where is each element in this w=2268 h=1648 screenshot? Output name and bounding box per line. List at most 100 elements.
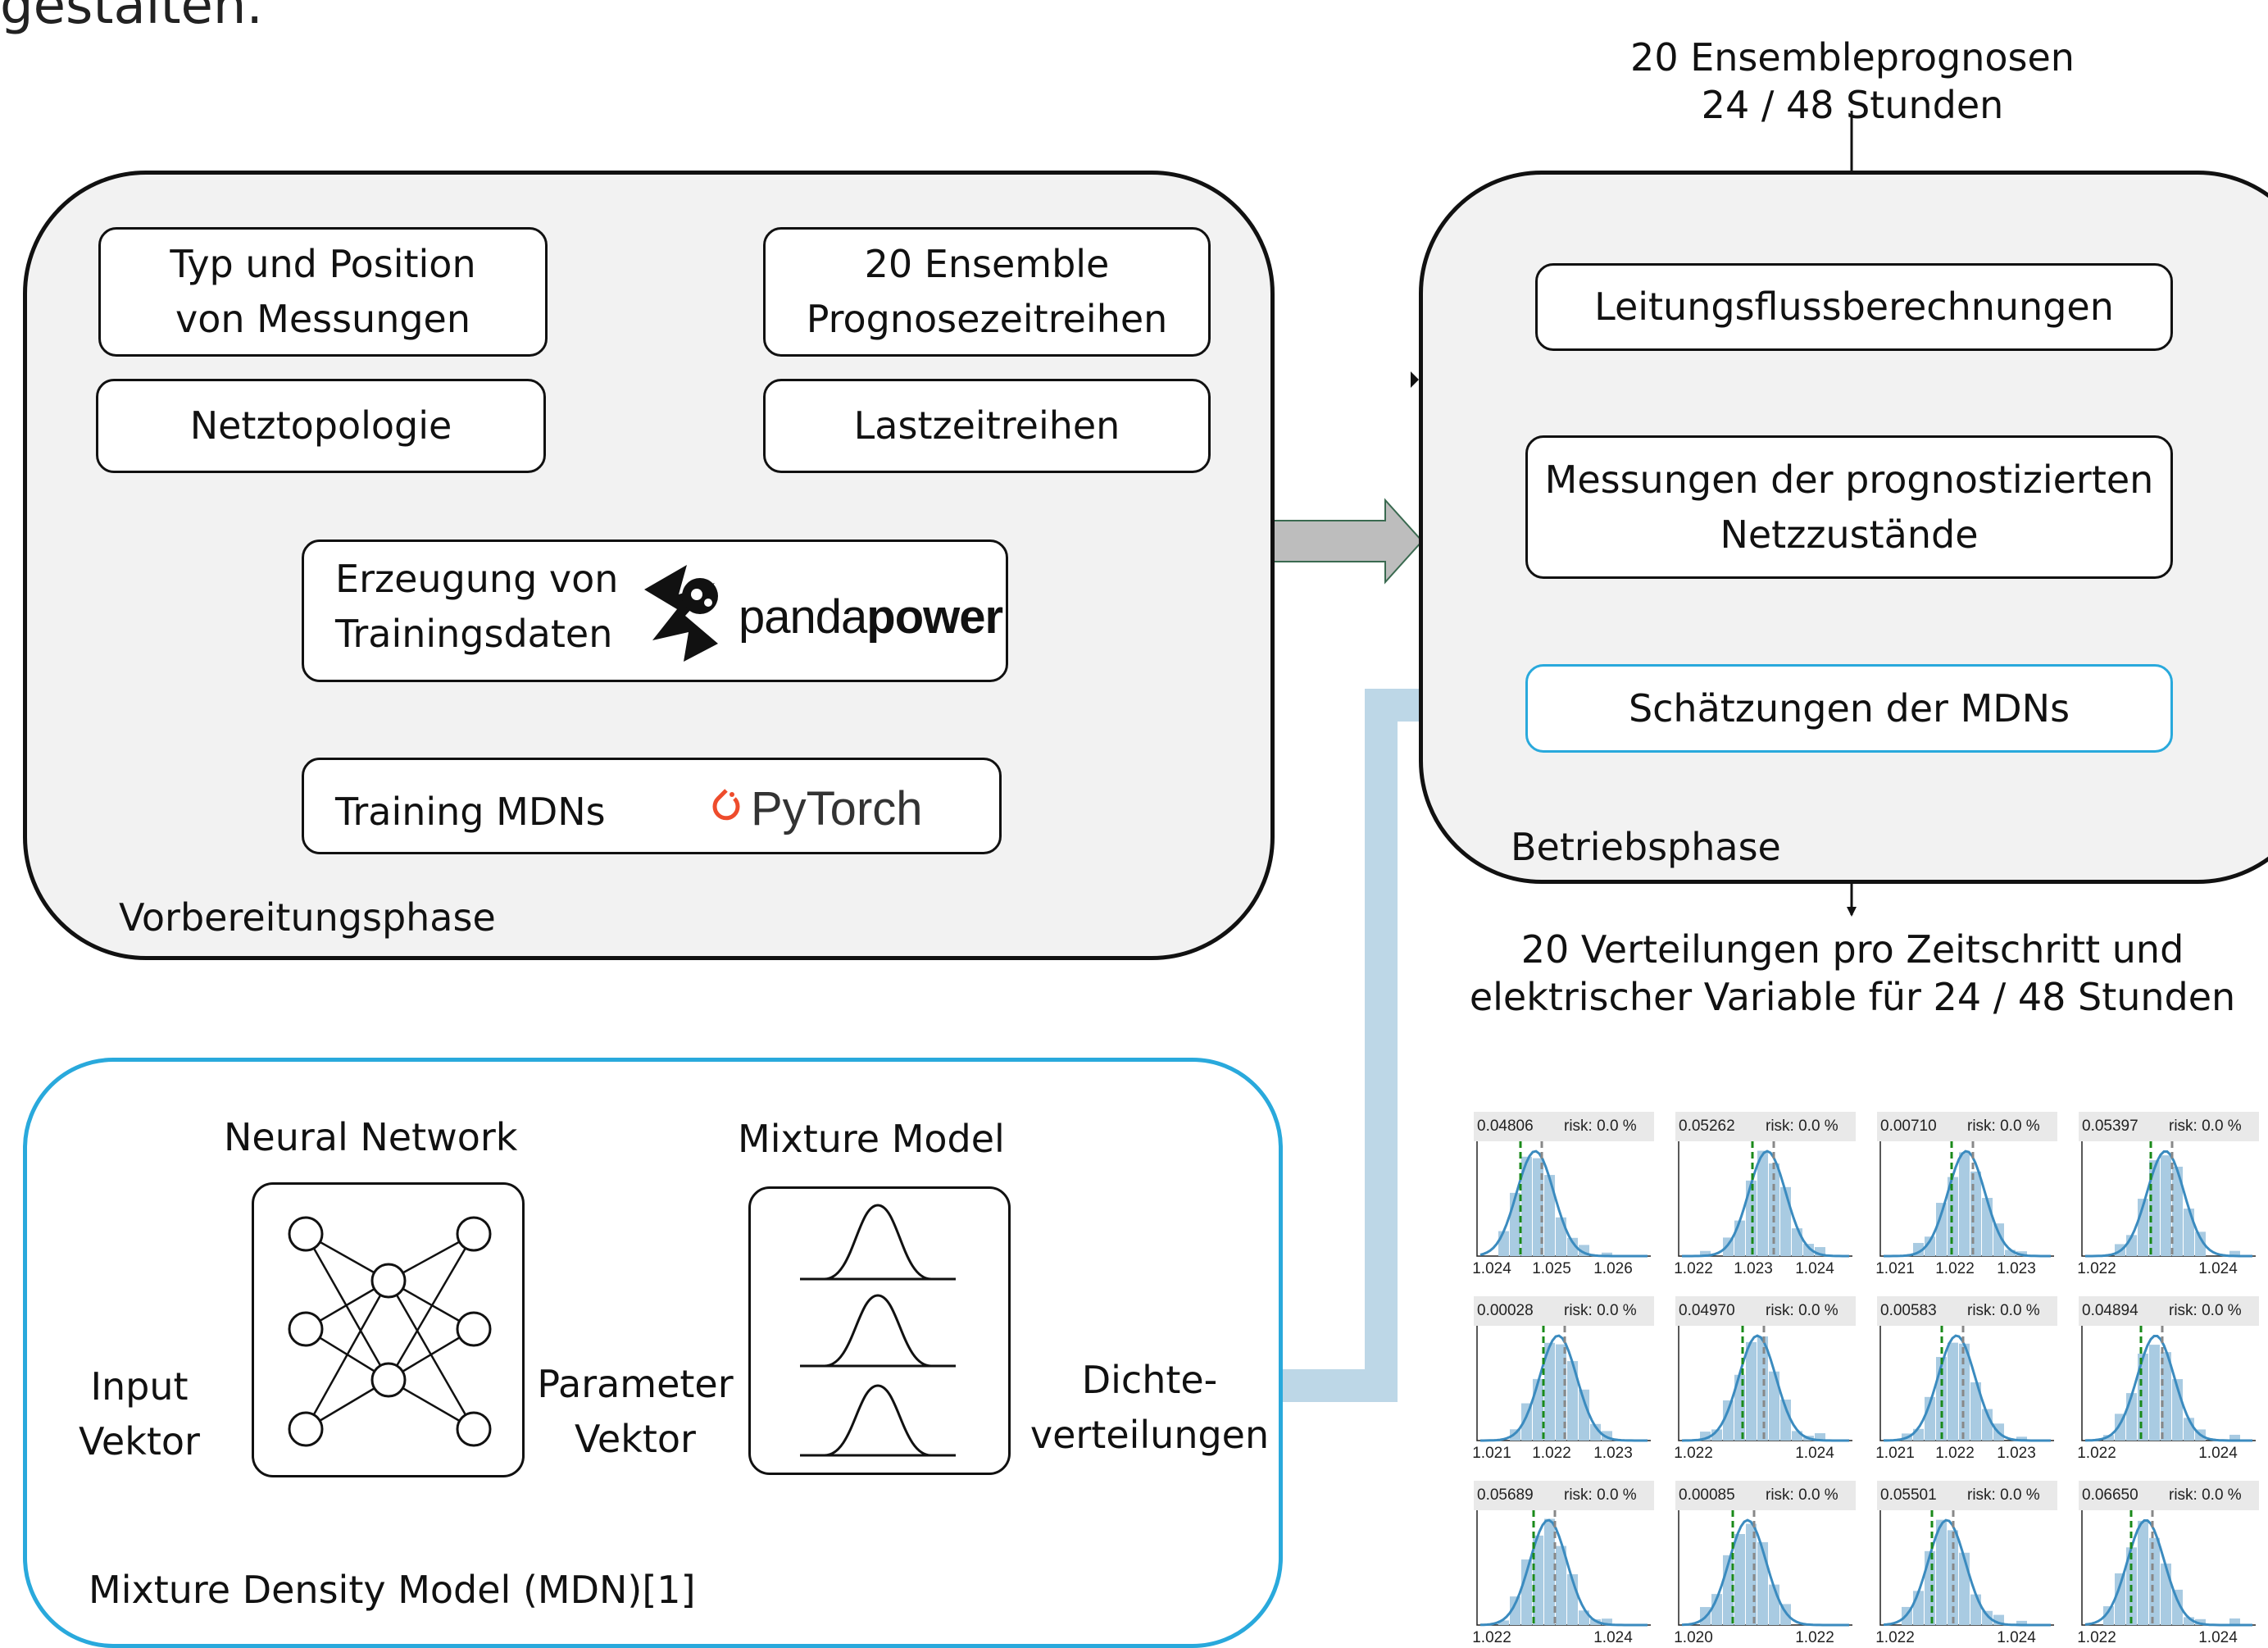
kde-line [1681, 1334, 1849, 1442]
ens-line1: 20 Ensemble [864, 242, 1110, 287]
histogram-bar [2138, 1520, 2148, 1625]
erz-line2: Trainingsdaten [335, 611, 613, 656]
histogram-plot [1879, 1326, 2054, 1442]
input-title: 20 Ensembleprognosen 24 / 48 Stunden [1525, 34, 2180, 129]
histogram-risk: risk: 0.0 % [1766, 1486, 1838, 1504]
nn-title: Neural Network [224, 1115, 518, 1159]
histogram-bar [1723, 1400, 1734, 1441]
histogram-bar [1544, 1518, 1555, 1625]
histogram-bar [1970, 1382, 1981, 1441]
histogram-bar [1544, 1342, 1555, 1441]
histogram-bar [1993, 1223, 2004, 1256]
histogram-bar [1510, 1192, 1520, 1256]
input-line2: Vektor [79, 1418, 200, 1464]
tick-label: 1.024 [1795, 1445, 1834, 1462]
histogram-risk: risk: 0.0 % [1967, 1118, 2040, 1135]
histogram-bar [2172, 1589, 2183, 1625]
tick-label: 1.024 [2198, 1629, 2238, 1646]
histogram-bar [2138, 1353, 2148, 1441]
histogram-plot [1879, 1141, 2054, 1258]
tick-label: 1.025 [1532, 1260, 1571, 1277]
histogram-bar [1498, 1231, 1509, 1256]
tick-label: 1.023 [1997, 1260, 2036, 1277]
histogram-bar [2229, 1434, 2240, 1441]
histogram-axis [1678, 1510, 1852, 1626]
histogram-bar [1913, 1591, 1924, 1625]
kde-line [1479, 1150, 1648, 1258]
pytorch-icon [712, 789, 740, 821]
pandapower-text: pandapower [739, 590, 1003, 644]
histogram-plot [2081, 1326, 2256, 1442]
kde-line [1884, 1334, 2051, 1442]
histogram-value: 0.05689 [1477, 1486, 1534, 1504]
input-vektor-label: Input Vektor [57, 1359, 221, 1468]
histogram-bar [1700, 1250, 1711, 1256]
histogram-bar [2195, 1231, 2206, 1256]
training-label: Training MDNs [335, 790, 606, 834]
histogram-bar [1769, 1371, 1779, 1441]
histogram-plot [2081, 1510, 2256, 1627]
histogram-bar [2103, 1606, 2114, 1625]
histogram-bar [2126, 1393, 2137, 1441]
mess-line1: Messungen der prognostizierten [1544, 457, 2154, 502]
histogram-plot [2081, 1141, 2256, 1258]
histogram-bar [2184, 1617, 2194, 1625]
histogram-bar [2016, 1436, 2027, 1441]
histogram-bar [2016, 1620, 2027, 1625]
tick-label: 1.022 [1935, 1445, 1975, 1462]
box-leitungsfluss: Leitungsflussberechnungen [1535, 263, 2173, 351]
tick-label: 1.022 [1532, 1445, 1571, 1462]
histogram-bar [1925, 1236, 1935, 1256]
tick-label: 1.023 [1997, 1445, 2036, 1462]
box-erzeugung: Erzeugung von Trainingsdaten pandapower [302, 539, 1008, 682]
histogram-bar [2172, 1166, 2183, 1256]
pandapower-wordmark: pandapower [739, 583, 1003, 652]
mess-line2: Netzzustände [1720, 512, 1979, 557]
kde-line [1479, 1518, 1648, 1627]
histogram-value: 0.00710 [1880, 1118, 1937, 1135]
kde-line [1884, 1150, 2051, 1258]
kde-line [2084, 1335, 2252, 1442]
histogram-risk: risk: 0.0 % [1967, 1486, 2040, 1504]
histogram-bar [1544, 1175, 1555, 1256]
histogram-bar [1734, 1533, 1745, 1625]
histogram-bar [2229, 1250, 2240, 1256]
mm-title: Mixture Model [738, 1117, 1005, 1161]
histogram-bar [2184, 1209, 2194, 1256]
param-line1: Parameter [537, 1362, 734, 1406]
histogram-bar [1579, 1389, 1589, 1441]
histogram-bar [2161, 1155, 2171, 1256]
histogram-plot [1476, 1141, 1651, 1258]
ops-phase-label: Betriebsphase [1511, 825, 1781, 869]
histogram-risk: risk: 0.0 % [1967, 1302, 2040, 1319]
histogram-plot [1678, 1326, 1852, 1442]
box-training-mdns: Training MDNs PyTorch [302, 758, 1002, 854]
histogram-bar [1982, 1198, 1993, 1256]
histogram-bar [2229, 1618, 2240, 1625]
histogram-bar [1498, 1620, 1509, 1625]
histogram-bar [1521, 1403, 1532, 1441]
histogram-bar [1803, 1244, 1814, 1256]
tick-label: 1.023 [1593, 1445, 1633, 1462]
tick-label: 1.023 [1734, 1260, 1773, 1277]
tick-label: 1.024 [1795, 1260, 1834, 1277]
input-title-line1: 20 Ensembleprognosen [1630, 35, 2075, 80]
neural-network-icon [288, 1216, 492, 1447]
pytorch-text: PyTorch [751, 782, 923, 835]
histogram-bar [1815, 1433, 1825, 1441]
histogram-bar [2005, 1250, 2016, 1256]
tick-label: 1.026 [1593, 1260, 1633, 1277]
